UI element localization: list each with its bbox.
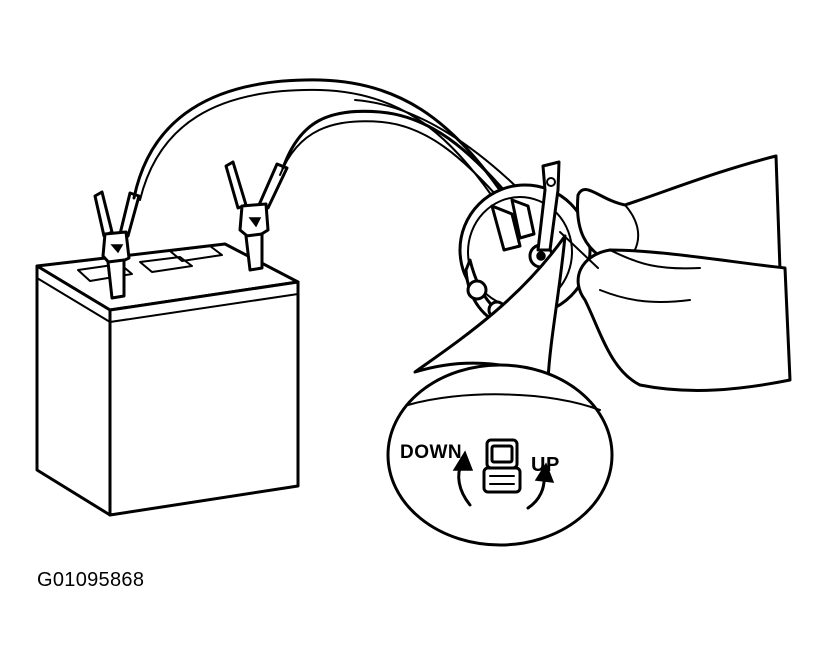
rotation-arrow-down-icon xyxy=(452,450,474,507)
adjusting-tool-icon xyxy=(536,160,561,252)
jumper-clamp-negative-icon xyxy=(93,190,141,300)
figure-code: G01095868 xyxy=(37,569,145,591)
battery-icon xyxy=(35,242,300,517)
magnified-detail-callout xyxy=(386,234,614,547)
label-up: UP xyxy=(531,454,560,476)
rotation-arrow-up-icon xyxy=(526,462,555,510)
label-down: DOWN xyxy=(400,442,463,463)
hand-icon xyxy=(559,154,792,392)
jumper-cable-positive xyxy=(279,99,531,206)
jumper-cable-negative xyxy=(132,78,502,201)
